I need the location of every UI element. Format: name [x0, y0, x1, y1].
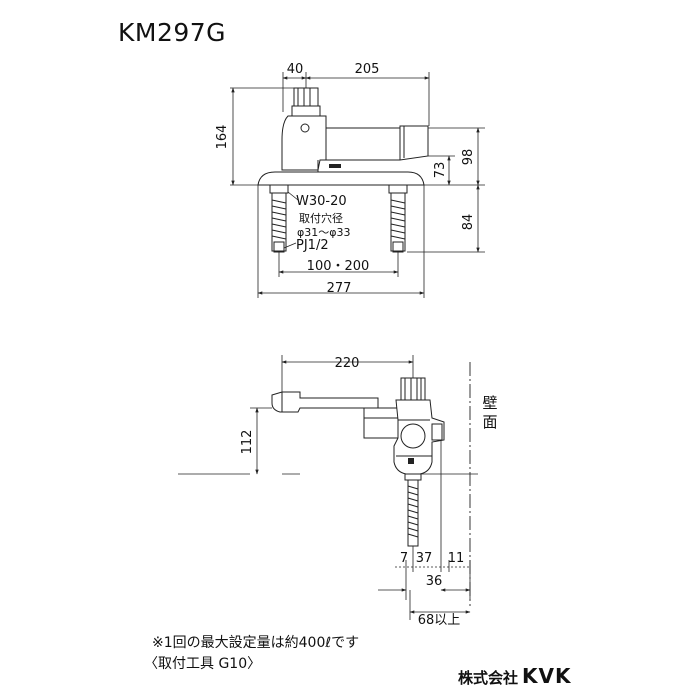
- lever-handle: [271, 391, 399, 439]
- callout-pipe: PJ1/2: [296, 238, 329, 253]
- side-dimension-lines: [255, 360, 471, 614]
- dim-36: 36: [426, 574, 443, 589]
- dim-205: 205: [355, 62, 380, 77]
- side-elevation-labels: 220 112 7 37 11 36 68以上 壁 面: [240, 356, 498, 628]
- dimension-lines: [231, 76, 480, 295]
- wall-label-1: 壁: [482, 394, 497, 412]
- callout-leaders: [283, 191, 299, 249]
- dim-220: 220: [335, 356, 360, 371]
- dim-37: 37: [416, 551, 433, 566]
- wall-label-2: 面: [482, 413, 497, 431]
- side-top-knob: [400, 377, 426, 401]
- dim-98: 98: [461, 149, 476, 166]
- brand-company: 株式会社: [458, 669, 519, 687]
- dim-164: 164: [215, 125, 230, 150]
- callout-nut: W30-20: [296, 194, 347, 209]
- note-capacity: ※1回の最大設定量は約400ℓです: [152, 635, 360, 651]
- dim-40: 40: [287, 62, 304, 77]
- right-shank: [388, 184, 408, 253]
- side-shank: [404, 473, 422, 547]
- side-body: [393, 399, 445, 475]
- dim-7: 7: [400, 551, 408, 566]
- note-tool: 〈取付工具 G10〉: [144, 656, 262, 672]
- deck-plate: [257, 171, 425, 186]
- callout-hole-range: φ31～φ33: [297, 226, 351, 239]
- dim-68: 68以上: [418, 613, 461, 628]
- dim-84: 84: [461, 214, 476, 231]
- side-elevation-view: [178, 355, 478, 620]
- extension-lines: [230, 72, 485, 298]
- dim-100-200: 100・200: [307, 259, 370, 274]
- dim-112: 112: [240, 430, 255, 455]
- brand-logo: KVK: [522, 664, 572, 688]
- model-title: KM297G: [118, 18, 227, 47]
- front-elevation-labels: 40 205 164 73 98 84 W30-20 取付穴径 φ31～φ33 …: [215, 62, 476, 296]
- left-shank: [269, 184, 289, 253]
- side-extension-lines: [250, 355, 471, 620]
- dim-73: 73: [433, 162, 448, 179]
- top-knob: [291, 87, 321, 117]
- front-elevation-view: [230, 72, 485, 298]
- callout-hole-title: 取付穴径: [299, 211, 343, 225]
- faucet-body: [281, 115, 429, 172]
- dim-11: 11: [448, 551, 465, 566]
- dim-277: 277: [327, 281, 352, 296]
